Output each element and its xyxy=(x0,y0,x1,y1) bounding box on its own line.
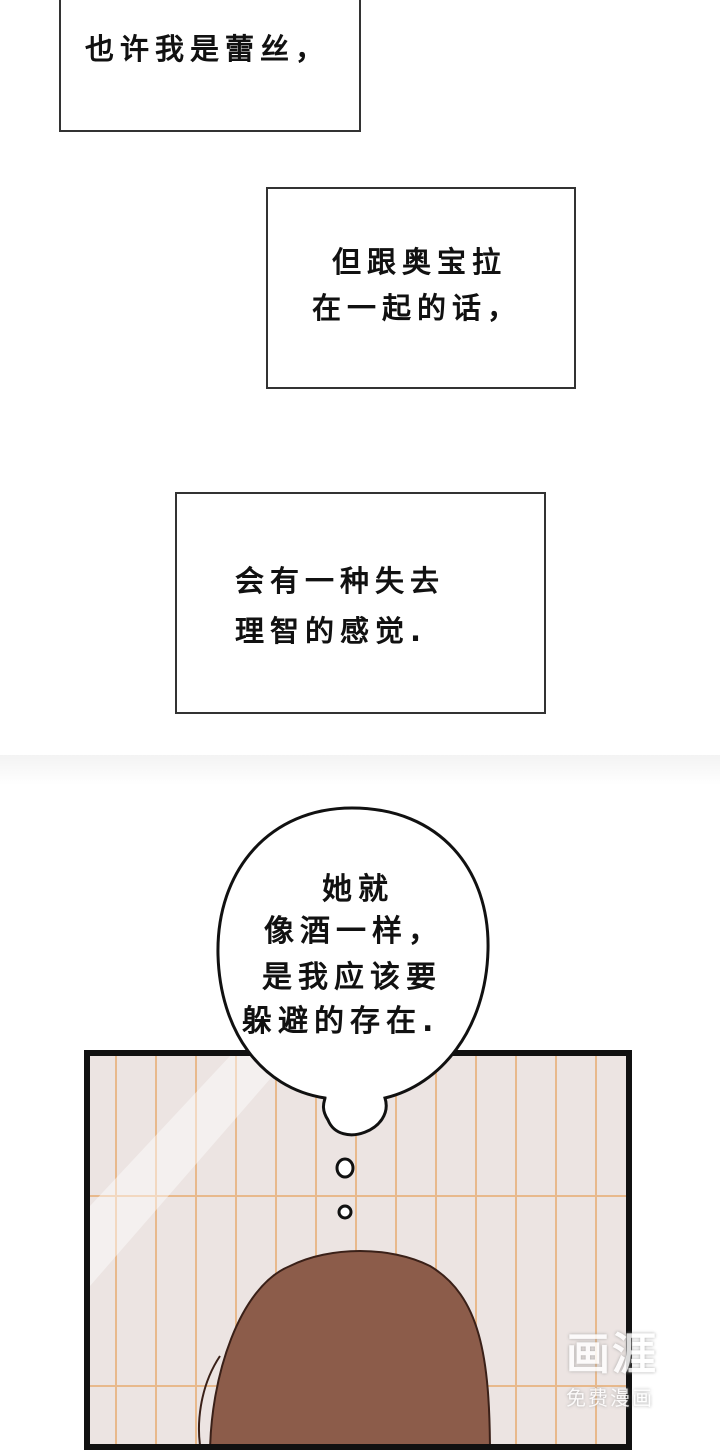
comic-panel xyxy=(84,1050,632,1450)
caption-text: 但跟奥宝拉 xyxy=(332,245,508,279)
watermark-logo: 画涯 xyxy=(566,1329,658,1380)
bubble-text: 她就 xyxy=(322,872,394,907)
caption-text: 在一起的话， xyxy=(312,291,523,325)
caption-box-1: 也许我是蕾丝， xyxy=(59,0,361,132)
bubble-text: 是我应该要 xyxy=(262,960,442,995)
watermark-subtitle: 免费漫画 xyxy=(566,1386,654,1410)
caption-box-3: 会有一种失去 理智的感觉. xyxy=(175,492,546,714)
watermark: 画涯 免费漫画 xyxy=(566,1318,658,1411)
caption-text: 理智的感觉. xyxy=(235,614,428,648)
caption-text: 也许我是蕾丝， xyxy=(85,32,331,66)
tile-wall-illustration xyxy=(90,1056,626,1444)
bubble-text: 像酒一样， xyxy=(264,914,444,949)
caption-text: 会有一种失去 xyxy=(235,564,446,598)
caption-box-2: 但跟奥宝拉 在一起的话， xyxy=(266,187,576,389)
panel-divider xyxy=(0,755,720,785)
bubble-text: 躲避的存在. xyxy=(242,1004,440,1039)
